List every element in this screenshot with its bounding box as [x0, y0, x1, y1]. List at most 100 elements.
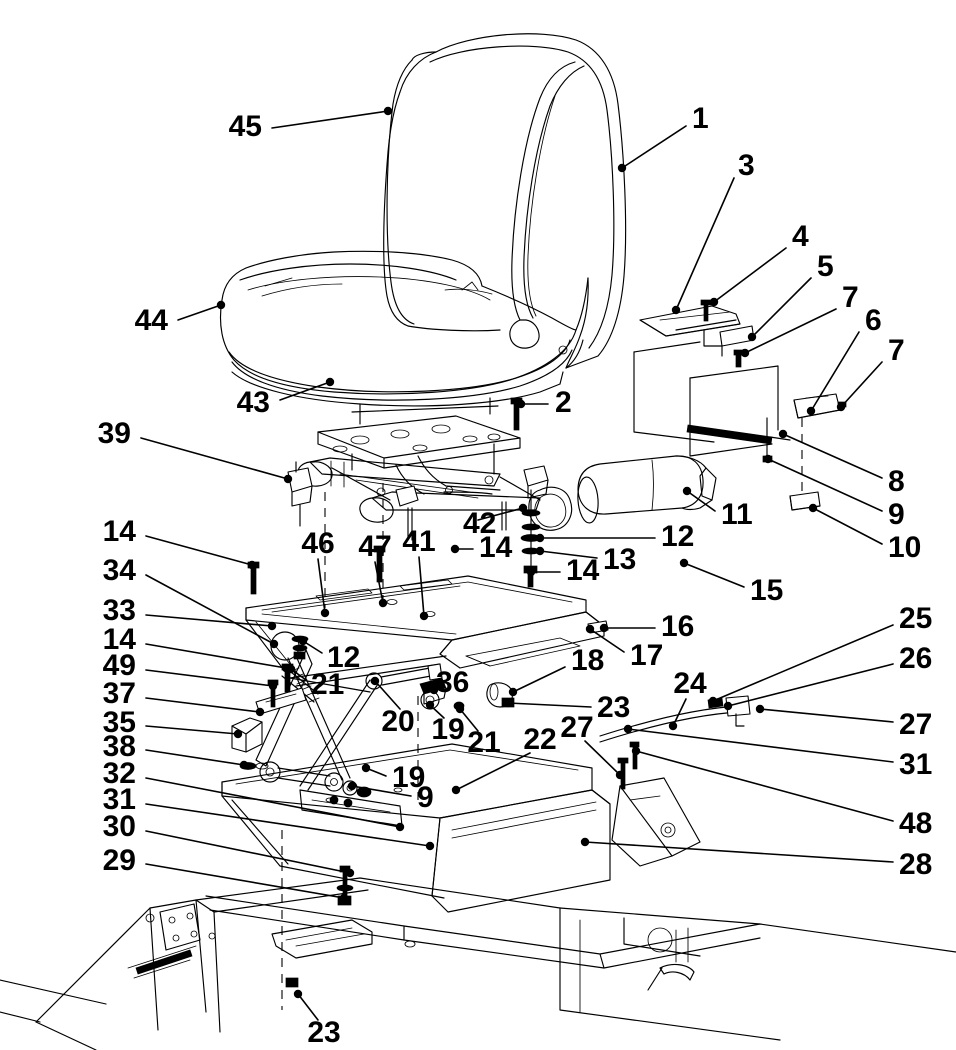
leader-line: [297, 993, 319, 1021]
callout-number: 23: [597, 691, 630, 724]
callout-number: 36: [436, 666, 469, 699]
leader-dot: [450, 544, 460, 554]
leader-line: [812, 507, 883, 545]
leader-line: [727, 663, 894, 707]
callout-25: 25: [708, 602, 932, 706]
leader-line: [635, 750, 894, 822]
callout-35: 35: [103, 706, 243, 739]
callout-number: 12: [327, 641, 360, 674]
callout-7: 7: [740, 281, 859, 358]
callout-number: 31: [899, 748, 932, 781]
callout-number: 28: [899, 848, 932, 881]
callout-number: 19: [392, 761, 425, 794]
leader-line: [840, 361, 883, 408]
callout-number: 45: [229, 110, 262, 143]
leader-dot: [585, 624, 595, 634]
leader-line: [507, 702, 592, 708]
callout-number: 11: [721, 498, 753, 531]
leader-line: [782, 433, 883, 479]
callout-31: 31: [103, 783, 435, 851]
callout-number: 14: [103, 515, 137, 548]
callout-2: 2: [516, 386, 572, 419]
leader-line: [279, 381, 331, 401]
callout-12: 12: [535, 520, 694, 553]
leader-dot: [283, 474, 293, 484]
bottom-chassis-drawing: [0, 865, 956, 1050]
callout-number: 27: [899, 708, 932, 741]
callout-32: 32: [103, 757, 405, 832]
callout-27: 27: [755, 704, 932, 741]
callout-14: 14: [103, 515, 257, 570]
leader-dot: [395, 822, 405, 832]
leader-dot: [617, 163, 627, 173]
callout-number: 9: [888, 498, 905, 531]
callout-number: 47: [358, 530, 391, 563]
callout-14: 14: [450, 531, 513, 564]
callout-44: 44: [135, 300, 226, 337]
callout-number: 14: [566, 554, 600, 587]
leader-line: [145, 535, 253, 566]
leader-line: [145, 803, 431, 847]
leader-dot: [615, 770, 625, 780]
leader-dot: [339, 893, 349, 903]
callout-30: 30: [103, 810, 355, 878]
callout-14: 14: [103, 623, 291, 673]
leader-dot: [361, 763, 371, 773]
callout-number: 8: [888, 465, 905, 498]
callout-7: 7: [836, 334, 905, 412]
leader-line: [145, 574, 275, 645]
leader-dot: [623, 724, 633, 734]
callout-number: 35: [103, 706, 136, 739]
callout-number: 37: [103, 677, 136, 710]
leader-dot: [723, 701, 733, 711]
leader-dot: [516, 399, 526, 409]
leader-line: [751, 277, 812, 338]
callout-24: 24: [668, 667, 707, 731]
leader-dot: [425, 700, 435, 710]
callout-1: 1: [617, 102, 709, 173]
leader-line: [145, 830, 351, 874]
callout-number: 32: [103, 757, 136, 790]
callout-number: 42: [463, 507, 496, 540]
callout-9: 9: [347, 781, 434, 814]
callout-number: 17: [630, 639, 663, 672]
callout-5: 5: [747, 250, 834, 342]
leader-dot: [671, 305, 681, 315]
callout-12: 12: [298, 636, 360, 674]
leader-line: [145, 749, 245, 766]
leader-dot: [216, 300, 226, 310]
callout-number: 44: [135, 304, 169, 337]
callout-number: 13: [603, 543, 636, 576]
leader-dot: [631, 746, 641, 756]
callout-33: 33: [103, 594, 277, 631]
callout-22: 22: [451, 723, 557, 795]
callout-number: 6: [865, 304, 882, 337]
leader-line: [418, 556, 425, 617]
callout-48: 48: [631, 746, 932, 840]
leader-line: [584, 841, 894, 863]
leader-dot: [709, 297, 719, 307]
callout-49: 49: [103, 649, 278, 691]
leader-dot: [763, 454, 773, 464]
callout-47: 47: [358, 530, 392, 608]
leader-line: [145, 725, 239, 735]
leader-line: [512, 666, 566, 693]
callout-34: 34: [103, 554, 279, 649]
leader-dot: [808, 503, 818, 513]
leader-line: [271, 110, 389, 129]
bolt-item-2: [510, 397, 523, 431]
leader-dot: [378, 598, 388, 608]
leader-dot: [425, 841, 435, 851]
leader-dot: [503, 698, 513, 708]
leader-line: [686, 490, 716, 512]
leader-line: [374, 561, 384, 604]
leader-line: [539, 550, 598, 559]
leader-line: [374, 680, 401, 710]
leader-line: [177, 304, 222, 321]
callout-45: 45: [229, 106, 393, 143]
callout-23: 23: [293, 989, 341, 1049]
leader-dot: [268, 681, 278, 691]
leader-line: [713, 247, 787, 303]
callout-21: 21: [286, 664, 344, 701]
